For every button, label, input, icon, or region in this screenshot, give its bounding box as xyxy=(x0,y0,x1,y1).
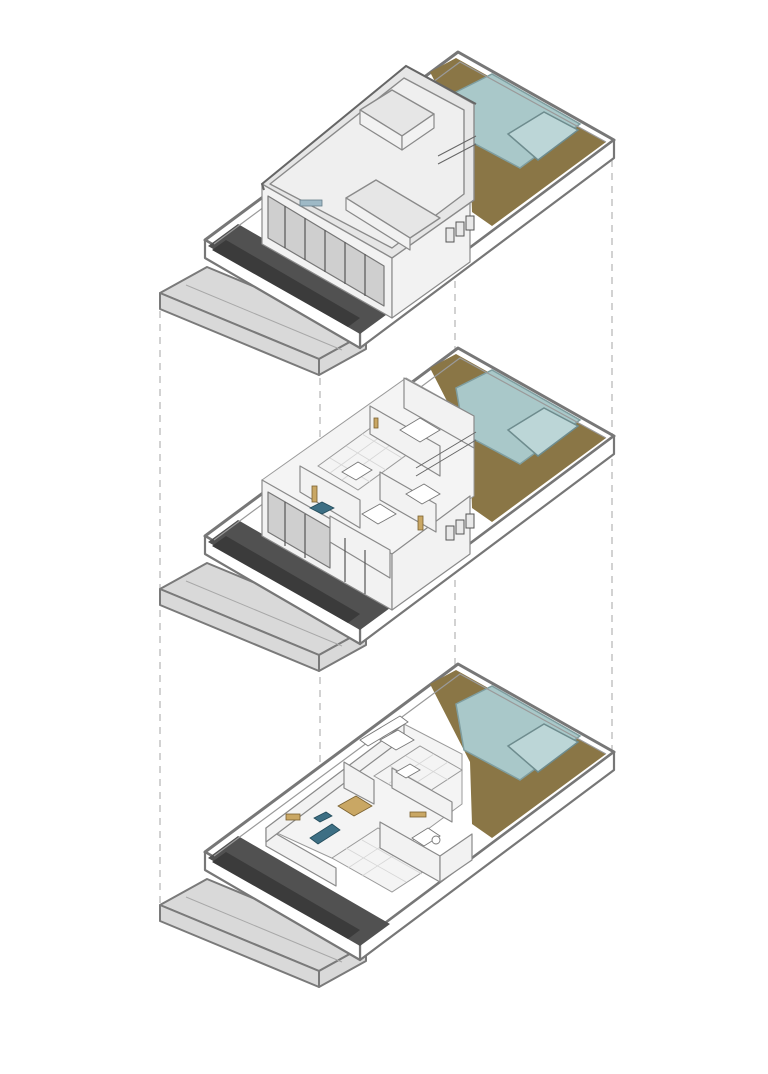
upper-floor-furniture xyxy=(309,417,441,531)
upper-floor-stairs xyxy=(445,513,475,541)
ground-floor-furniture xyxy=(285,729,441,847)
kitchen-counter xyxy=(359,715,409,747)
level-ground-floor xyxy=(158,662,616,989)
ground-floor-walls xyxy=(265,723,473,887)
dining-table xyxy=(337,795,373,817)
roof-patio-steps xyxy=(445,215,475,243)
living-sofa xyxy=(309,823,341,845)
level-roof xyxy=(158,50,616,377)
level-upper-floor xyxy=(158,346,616,673)
upper-floor-sofa xyxy=(309,501,335,515)
upper-floor-walls xyxy=(261,377,475,611)
